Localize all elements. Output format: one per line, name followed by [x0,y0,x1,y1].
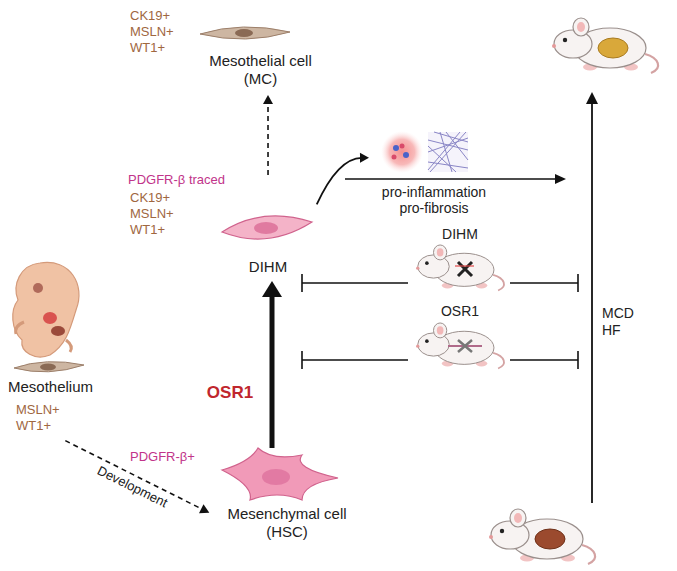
connector-line [317,158,362,205]
mesothelium-cell [14,362,84,372]
connector [65,441,209,514]
node-text: Mesothelium [8,378,93,396]
effect-arrow [345,174,566,184]
connector-line [267,102,269,175]
disease-arrow [586,92,598,503]
connector [262,281,282,448]
embryo [13,262,79,357]
node-text: PDGFR-β+ [130,449,195,465]
arrowhead [262,281,282,297]
connector-line [65,441,203,510]
connector [317,153,369,205]
node-subtext: MSLN+ WT1+ [16,402,60,434]
hsc-cell [222,448,338,500]
arrowhead [199,504,209,513]
cell-group: CK19+ MSLN+ WT1+ Mesothelial cell (MC) [128,8,328,92]
node-text: PDGFR-β traced [128,172,225,188]
node-text: DIHM [418,226,502,242]
mouse-label: DIHM [418,226,504,246]
mouse-osr1-knockout [416,323,504,369]
annotation: MCD HF [602,305,634,339]
mouse-fibrotic [552,18,658,73]
effect-group: pro-inflammation pro-fibrosis [372,128,512,218]
connector-line [269,294,274,448]
mouse-label: OSR1 [418,303,504,323]
node-subtext: Mesenchymal cell (HSC) [216,505,358,541]
arrowhead [360,153,369,163]
edge-label: Development [94,463,170,512]
cell-group: PDGFR-β+Mesenchymal cell (HSC) [212,445,362,553]
node-text: pro-inflammation pro-fibrosis [374,184,494,216]
inflammation-icon [381,131,423,173]
cell-group: MesotheliumMSLN+ WT1+ [8,378,108,442]
mouse-dihm-ablated [416,245,504,291]
inhibition-bar [302,274,578,369]
node-subtext: CK19+ MSLN+ WT1+ [130,190,174,238]
node-text: OSR1 [418,303,502,319]
connector [263,95,273,175]
fibrosis-icon [428,132,468,172]
edge-label: OSR1 [207,383,253,403]
cell-group: PDGFR-β tracedCK19+ MSLN+ WT1+ DIHM [128,172,318,278]
dihm-cell [222,216,312,239]
node-subtext: Mesothelial cell (MC) [198,52,323,88]
node-text: CK19+ MSLN+ WT1+ [130,8,174,56]
node-subtext: DIHM [238,258,298,276]
mesothelial-cell [200,27,290,39]
arrowhead [263,95,273,104]
mouse-healthy [489,509,595,564]
